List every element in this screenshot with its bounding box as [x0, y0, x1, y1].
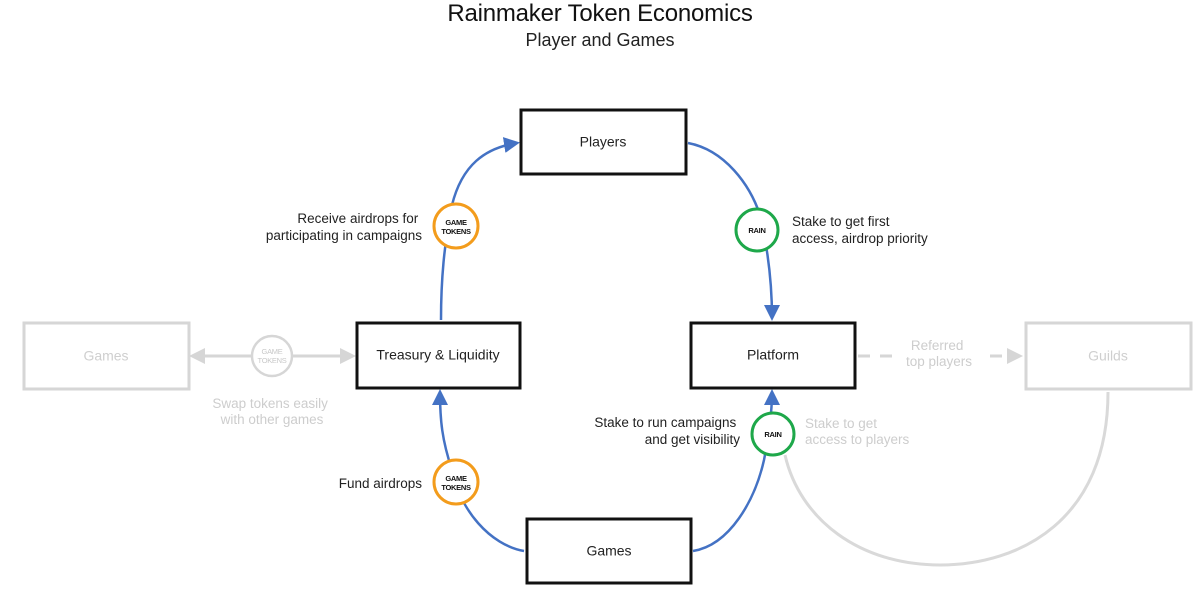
- diagram-title: Rainmaker Token Economics: [447, 0, 753, 27]
- external-games-node: Games: [22, 321, 191, 391]
- rain-token-icon-top: RAIN: [734, 207, 780, 253]
- treasury-node: Treasury & Liquidity: [355, 321, 522, 390]
- swap-tokens-annotation: Swap tokens easily with other games: [212, 396, 331, 427]
- svg-text:RAIN: RAIN: [748, 226, 765, 235]
- svg-text:TOKENS: TOKENS: [441, 227, 471, 236]
- game-tokens-icon-top: GAME TOKENS: [432, 202, 480, 250]
- external-games-label: Games: [83, 348, 128, 364]
- referred-label-bg: [893, 336, 987, 374]
- svg-text:GAME: GAME: [445, 218, 467, 227]
- fund-airdrops-annotation: Fund airdrops: [339, 476, 423, 491]
- guilds-stake-curve: [783, 391, 1110, 567]
- stake-access-players-annotation: Stake to get access to players: [805, 416, 910, 447]
- players-label: Players: [580, 134, 627, 150]
- receive-airdrops-annotation: Receive airdrops for participating in ca…: [266, 211, 422, 243]
- players-node: Players: [519, 108, 688, 176]
- guilds-label: Guilds: [1088, 348, 1128, 364]
- rain-token-icon-bottom: RAIN: [750, 411, 796, 457]
- guilds-node: Guilds: [1024, 321, 1193, 391]
- diagram-subtitle: Player and Games: [525, 30, 675, 50]
- svg-text:TOKENS: TOKENS: [258, 356, 287, 365]
- faded-game-tokens-icon: GAME TOKENS: [250, 334, 294, 378]
- stake-run-campaigns-annotation: Stake to run campaigns and get visibilit…: [594, 415, 740, 447]
- svg-text:GAME: GAME: [262, 347, 283, 356]
- platform-label: Platform: [747, 347, 799, 363]
- referred-players-annotation: Referred top players: [906, 338, 972, 369]
- stake-first-access-annotation: Stake to get first access, airdrop prior…: [792, 214, 928, 246]
- svg-text:TOKENS: TOKENS: [441, 483, 471, 492]
- treasury-label: Treasury & Liquidity: [376, 347, 499, 363]
- games-node: Games: [525, 517, 693, 585]
- svg-text:RAIN: RAIN: [764, 430, 781, 439]
- platform-node: Platform: [689, 321, 857, 390]
- game-tokens-icon-bottom: GAME TOKENS: [432, 458, 480, 506]
- svg-text:GAME: GAME: [445, 474, 467, 483]
- games-label: Games: [586, 543, 631, 559]
